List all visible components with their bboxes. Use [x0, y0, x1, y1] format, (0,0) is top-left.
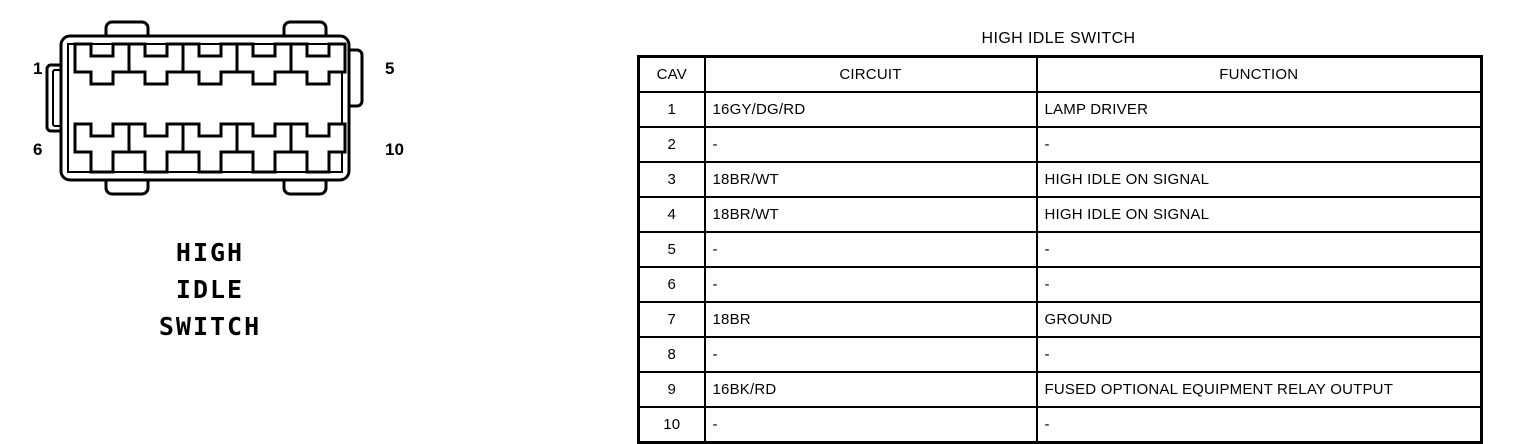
- cell-circuit: -: [703, 126, 1038, 163]
- table-title: HIGH IDLE SWITCH: [981, 30, 1136, 47]
- caption-line-2: IDLE: [175, 275, 245, 304]
- cell-circuit: -: [703, 406, 1038, 444]
- cell-cav: 1: [637, 91, 706, 128]
- cell-function: -: [1035, 231, 1483, 268]
- cell-cav: 9: [637, 371, 706, 408]
- cell-function: GROUND: [1035, 301, 1483, 338]
- connector-caption: HIGH IDLE SWITCH: [0, 234, 420, 345]
- table-row: 5--: [637, 231, 1483, 268]
- cell-function: -: [1035, 126, 1483, 163]
- table-row: 6--: [637, 266, 1483, 303]
- pin-number-5: 5: [385, 59, 395, 78]
- column-header-circuit: CIRCUIT: [703, 55, 1038, 93]
- cell-function: FUSED OPTIONAL EQUIPMENT RELAY OUTPUT: [1035, 371, 1483, 408]
- cell-circuit: -: [703, 336, 1038, 373]
- cell-cav: 10: [637, 406, 706, 444]
- cell-function: HIGH IDLE ON SIGNAL: [1035, 196, 1483, 233]
- cell-circuit: -: [703, 266, 1038, 303]
- cell-circuit: 18BR/WT: [703, 161, 1038, 198]
- cell-circuit: 16GY/DG/RD: [703, 91, 1038, 128]
- cell-circuit: 18BR: [703, 301, 1038, 338]
- cavity-row-top: [73, 42, 347, 86]
- pin-number-1: 1: [33, 59, 43, 78]
- caption-line-3: SWITCH: [158, 312, 262, 341]
- cell-cav: 7: [637, 301, 706, 338]
- cell-cav: 2: [637, 126, 706, 163]
- cell-function: HIGH IDLE ON SIGNAL: [1035, 161, 1483, 198]
- cell-cav: 4: [637, 196, 706, 233]
- cell-cav: 6: [637, 266, 706, 303]
- caption-line-1: HIGH: [175, 238, 245, 267]
- pin-number-10: 10: [385, 140, 404, 159]
- cell-cav: 5: [637, 231, 706, 268]
- cavity-row-bottom: [73, 122, 347, 174]
- column-header-function: FUNCTION: [1035, 55, 1483, 93]
- table-row: 8--: [637, 336, 1483, 373]
- cavity-10: [289, 122, 347, 174]
- table-row: 2--: [637, 126, 1483, 163]
- connector-panel: 1 6 5 10 HIGH IDLE SWITCH: [0, 0, 620, 442]
- table-row: 10--: [637, 406, 1483, 444]
- cavity-5: [289, 42, 347, 86]
- cell-circuit: 18BR/WT: [703, 196, 1038, 233]
- cell-function: -: [1035, 406, 1483, 444]
- cell-circuit: 16BK/RD: [703, 371, 1038, 408]
- cell-cav: 8: [637, 336, 706, 373]
- cell-circuit: -: [703, 231, 1038, 268]
- cell-function: -: [1035, 266, 1483, 303]
- cell-cav: 3: [637, 161, 706, 198]
- cell-function: LAMP DRIVER: [1035, 91, 1483, 128]
- pin-number-6: 6: [33, 140, 43, 159]
- table-header-row: CAV CIRCUIT FUNCTION: [637, 55, 1483, 93]
- cell-function: -: [1035, 336, 1483, 373]
- connector-diagram: [45, 20, 364, 196]
- column-header-cav: CAV: [637, 55, 706, 93]
